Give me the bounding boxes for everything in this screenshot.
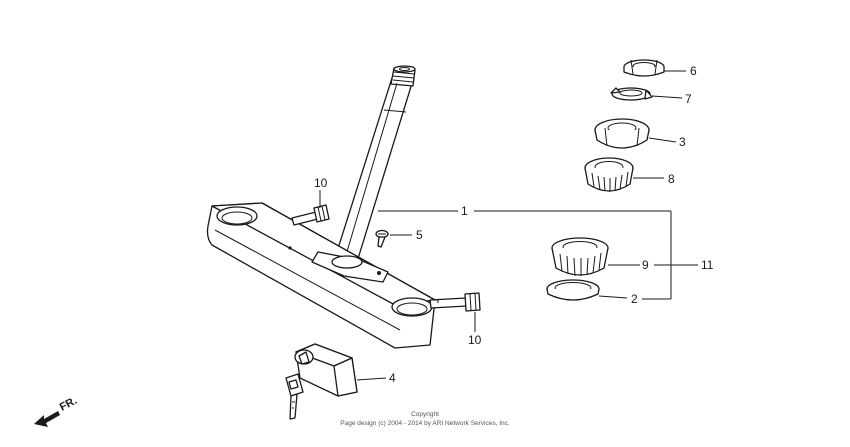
callout-4: 4 — [389, 371, 396, 385]
pinch-bolt-lower[interactable] — [429, 292, 481, 312]
callout-7: 7 — [685, 92, 692, 106]
front-direction-indicator: FR. — [34, 395, 79, 427]
steering-lock[interactable] — [294, 343, 358, 397]
callout-6: 6 — [690, 64, 697, 78]
screw[interactable] — [375, 229, 389, 248]
callouts: 6 7 3 8 1 9 11 2 5 10 10 4 — [314, 64, 714, 385]
dust-seal[interactable] — [546, 279, 600, 301]
key[interactable] — [285, 373, 304, 420]
upper-bearing-race[interactable] — [584, 157, 634, 192]
front-direction-label: FR. — [58, 395, 79, 414]
callout-3: 3 — [679, 135, 686, 149]
upper-bearing-cone[interactable] — [594, 118, 650, 149]
steering-stem[interactable] — [206, 65, 436, 349]
lower-bearing-race[interactable] — [551, 237, 609, 277]
callout-8: 8 — [668, 172, 675, 186]
copyright-line-2: Page design (c) 2004 - 2014 by ARI Netwo… — [340, 420, 510, 427]
callout-9: 9 — [642, 258, 649, 272]
pinch-bolt-upper[interactable] — [291, 204, 330, 226]
callout-2: 2 — [631, 292, 638, 306]
callout-10-upper: 10 — [314, 176, 328, 190]
callout-11: 11 — [701, 258, 714, 272]
front-arrow-icon — [34, 411, 60, 427]
callout-1: 1 — [461, 204, 468, 218]
callout-5: 5 — [416, 228, 423, 242]
copyright-line-1: Copyright — [411, 411, 439, 418]
callout-10-lower: 10 — [468, 333, 482, 347]
lock-nut[interactable] — [623, 59, 665, 77]
lock-washer[interactable] — [610, 87, 653, 101]
leader-lines — [319, 70, 698, 381]
